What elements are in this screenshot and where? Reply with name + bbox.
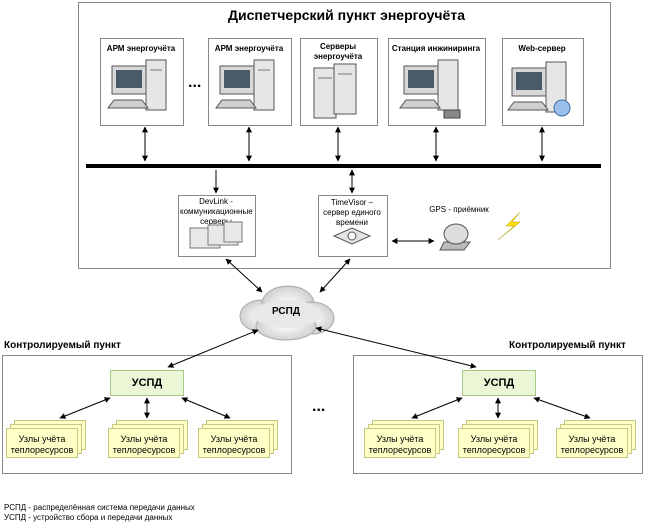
metering-node-group: Узлы учёта теплоресурсов (198, 420, 278, 458)
gps-label: GPS - приёмник (429, 205, 489, 214)
workstation-label-1: АРМ энергоучёта (106, 44, 176, 53)
metering-node-label: Узлы учёта теплоресурсов (112, 434, 176, 455)
web-server-icon (507, 61, 571, 117)
time-server-icon (332, 227, 372, 245)
controlled-site-title-2: Контролируемый пункт (509, 340, 626, 351)
arrow-uspd2-node1 (411, 397, 463, 419)
computer-icon (107, 59, 167, 111)
metering-node-label: Узлы учёта теплоресурсов (368, 434, 432, 455)
arrow-cloud-uspd2 (315, 326, 477, 369)
metering-node-group: Узлы учёта теплоресурсов (108, 420, 188, 458)
metering-node-label: Узлы учёта теплоресурсов (560, 434, 624, 455)
computer-icon (215, 59, 275, 111)
servers-label: Серверы энергоучёта (313, 42, 363, 61)
uspd-box-1: УСПД (110, 370, 184, 396)
legend-line-2: УСПД - устройство сбора и передачи данны… (4, 513, 173, 522)
computer-icon (399, 59, 461, 119)
sites-ellipsis: ... (312, 398, 326, 415)
devlink-label: DevLink - коммуникационные серверы (180, 197, 253, 226)
metering-node-group: Узлы учёта теплоресурсов (458, 420, 538, 458)
network-cloud (239, 285, 335, 341)
legend-line-1: РСПД - распределённая система передачи д… (4, 503, 195, 512)
network-cloud-label: РСПД (272, 306, 300, 317)
metering-node-label: Узлы учёта теплоресурсов (10, 434, 74, 455)
server-icon (313, 63, 357, 119)
lightning-icon (497, 211, 521, 241)
metering-node-label: Узлы учёта теплоресурсов (202, 434, 266, 455)
arrow-uspd2-node3 (533, 396, 591, 420)
arrow-uspd1-node3 (181, 397, 231, 419)
engineering-station-label: Станция инжиниринга (391, 44, 481, 53)
controlled-site-title-1: Контролируемый пункт (4, 340, 121, 351)
timevisor-label: TimeVisor – сервер единого времени (323, 198, 381, 227)
uspd-box-2: УСПД (462, 370, 536, 396)
web-server-label: Web-сервер (518, 44, 566, 53)
workstation-label-2: АРМ энергоучёта (214, 44, 284, 53)
arrow-devlink-cloud (225, 258, 263, 293)
timevisor-box (318, 195, 388, 257)
metering-node-group: Узлы учёта теплоресурсов (6, 420, 86, 458)
arrow-timevisor-cloud (319, 258, 351, 293)
metering-node-group: Узлы учёта теплоресурсов (556, 420, 636, 458)
devlink-servers-icon (189, 221, 243, 249)
metering-node-group: Узлы учёта теплоресурсов (364, 420, 444, 458)
arrow-uspd1-node1 (59, 397, 111, 419)
gps-receiver-icon (439, 223, 471, 251)
workstations-ellipsis: ... (188, 74, 202, 91)
arrow-cloud-uspd1 (167, 329, 259, 368)
dispatch-center-title: Диспетчерский пункт энергоучёта (228, 7, 465, 23)
metering-node-label: Узлы учёта теплоресурсов (462, 434, 526, 455)
